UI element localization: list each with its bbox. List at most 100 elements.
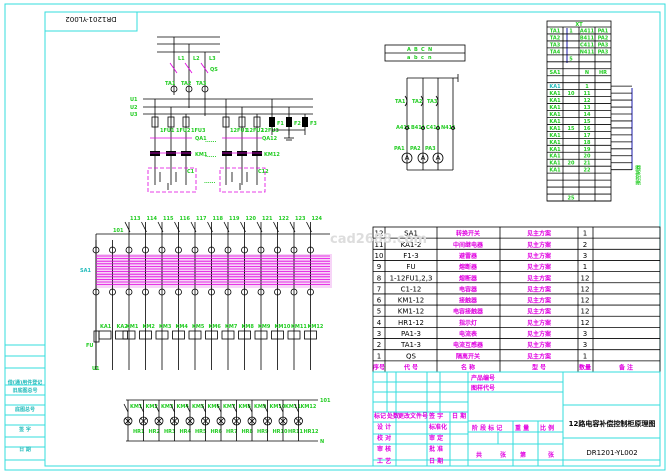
terminal-cell: 1 bbox=[585, 84, 589, 90]
terminal-cell: 18 bbox=[584, 140, 591, 146]
channel-label: 114 bbox=[147, 216, 158, 222]
relay-coil-icon bbox=[98, 330, 112, 340]
terminal-node-icon bbox=[290, 288, 298, 296]
contact-label: KM12 bbox=[301, 404, 317, 410]
busbar-label-u1: U1 bbox=[130, 97, 138, 103]
switch-contact-icon bbox=[256, 221, 263, 233]
title-block: 产品编号 图样代号 标记 处数 更改文件号 签 字 日 期 设 计 校 对 审 … bbox=[372, 371, 661, 467]
contactor-label: KM11 bbox=[291, 324, 307, 330]
bus-label-l2: L2 bbox=[193, 56, 200, 62]
parts-cell-no: 7 bbox=[377, 285, 381, 293]
parts-cell-code: QS bbox=[406, 352, 417, 360]
parts-cell-name: 转换开关 bbox=[456, 230, 480, 238]
contactor-label: KM10 bbox=[275, 324, 291, 330]
fuse-label: 12FU2 bbox=[246, 128, 264, 134]
role-label: 工 艺 bbox=[377, 457, 391, 465]
phase-label: a bbox=[407, 55, 410, 61]
phase-label: C bbox=[421, 47, 425, 53]
terminal-cell: N411 bbox=[580, 49, 595, 55]
side-registration-block: 借(通)用件登记 旧底图总号 底图总号 签 字 日 期 bbox=[4, 344, 46, 461]
terminal-cell: N bbox=[585, 70, 589, 76]
bus-label-l3: L3 bbox=[209, 56, 216, 62]
ammeter-label: PA1 bbox=[394, 146, 405, 152]
contact-label: KM2 bbox=[146, 404, 159, 410]
arrester-label: F1 bbox=[277, 121, 284, 127]
switch-contact-icon bbox=[289, 221, 296, 233]
terminal-cell: KA1 bbox=[549, 140, 561, 146]
drawing-code-label: 图样代号 bbox=[471, 384, 495, 392]
phase-label: N bbox=[428, 47, 432, 53]
terminal-cell: 20 bbox=[568, 161, 575, 167]
terminal-node-icon bbox=[224, 246, 232, 254]
mirrored-number-box bbox=[44, 11, 138, 32]
contactor-coil-icon bbox=[221, 330, 235, 340]
terminal-cell: B411 bbox=[580, 35, 595, 41]
indicator-lamp-icon bbox=[278, 416, 288, 426]
contactor-label: KM1 bbox=[195, 152, 208, 158]
indicator-lamp-icon bbox=[232, 416, 241, 426]
terminal-cell: KA1 bbox=[549, 168, 561, 174]
ct-label: TA2 bbox=[181, 81, 192, 87]
terminal-cell: KA1 bbox=[549, 147, 561, 153]
ct-icon bbox=[201, 85, 209, 93]
contact-label: KM9 bbox=[254, 404, 267, 410]
ellipsis: ...... bbox=[205, 138, 216, 144]
lamp-label: HR10 bbox=[273, 429, 289, 435]
lamp-label: HR12 bbox=[304, 429, 320, 435]
indicator-lamp-icon bbox=[216, 416, 226, 426]
role-label: 设 计 bbox=[377, 423, 391, 431]
parts-cell-model: 见主方案 bbox=[527, 230, 552, 238]
stage-label: 重 量 bbox=[515, 424, 529, 432]
control-fuse bbox=[93, 330, 100, 343]
contact-label: KM10 bbox=[270, 404, 286, 410]
phase-label: b bbox=[414, 55, 418, 61]
parts-cell-model: 见主方案 bbox=[527, 263, 552, 271]
terminal-node-icon bbox=[125, 288, 133, 296]
terminal-cell: C411 bbox=[580, 42, 595, 48]
capacitor-branch-12: 12FU1 12FU2 12FU3 QA12 KM12 C12 bbox=[219, 99, 280, 193]
parts-cell-name: 隔离开关 bbox=[456, 352, 480, 360]
parts-cell-no: 8 bbox=[377, 274, 381, 282]
terminal-cell: TA3 bbox=[550, 42, 561, 48]
ellipsis: ...... bbox=[204, 179, 215, 185]
std-label: 日 期 bbox=[429, 457, 443, 465]
contactor-label: KM2 bbox=[143, 324, 156, 330]
capacitor-label: C12 bbox=[258, 169, 269, 175]
selector-switch-label: SA1 bbox=[80, 268, 91, 274]
contact-label: KM7 bbox=[223, 404, 236, 410]
contactor-label: KM1 bbox=[126, 324, 139, 330]
ammeter-symbol: A bbox=[421, 154, 426, 162]
node-label: A411 bbox=[396, 125, 411, 131]
surge-arresters: F1 F2 F3 bbox=[269, 99, 317, 141]
parts-cell-qty: 1 bbox=[583, 230, 587, 238]
indicator-lamp-icon bbox=[123, 416, 133, 426]
busbar-label-u3: U3 bbox=[130, 112, 138, 118]
terminal-cell: TA2 bbox=[550, 35, 561, 41]
indicator-lamp-icon bbox=[294, 416, 303, 426]
sheet-label: 张 bbox=[548, 451, 555, 459]
side-label-4: 签 字 bbox=[18, 426, 31, 433]
parts-cell-code: HR1-12 bbox=[398, 319, 424, 327]
indicator-lamp-icon bbox=[247, 416, 257, 426]
terminal-cell: 17 bbox=[584, 133, 591, 139]
terminal-cell: 15 bbox=[584, 119, 591, 125]
channel-label: 117 bbox=[196, 216, 207, 222]
drawing-title: 12路电容补偿控制柜原理图 bbox=[569, 419, 656, 428]
indicator-bus-top: 101 bbox=[320, 398, 331, 404]
parts-cell-name: 接触器 bbox=[458, 297, 478, 305]
role-label: 审 核 bbox=[377, 445, 391, 453]
contact-label: KM3 bbox=[161, 404, 174, 410]
switch-contact-icon bbox=[170, 403, 175, 413]
parts-cell-model: 见主方案 bbox=[527, 341, 552, 349]
parts-cell-qty: 12 bbox=[581, 274, 590, 282]
parts-cell-no: 4 bbox=[377, 319, 382, 327]
terminal-node-icon bbox=[274, 246, 281, 254]
control-bus-label: 101 bbox=[113, 228, 124, 234]
std-label: 批 准 bbox=[429, 445, 443, 453]
parts-cell-code: KA1-2 bbox=[401, 241, 422, 249]
ammeter-symbol: A bbox=[436, 154, 441, 162]
contact-label: KM11 bbox=[285, 404, 301, 410]
switch-contact-icon bbox=[190, 221, 197, 233]
